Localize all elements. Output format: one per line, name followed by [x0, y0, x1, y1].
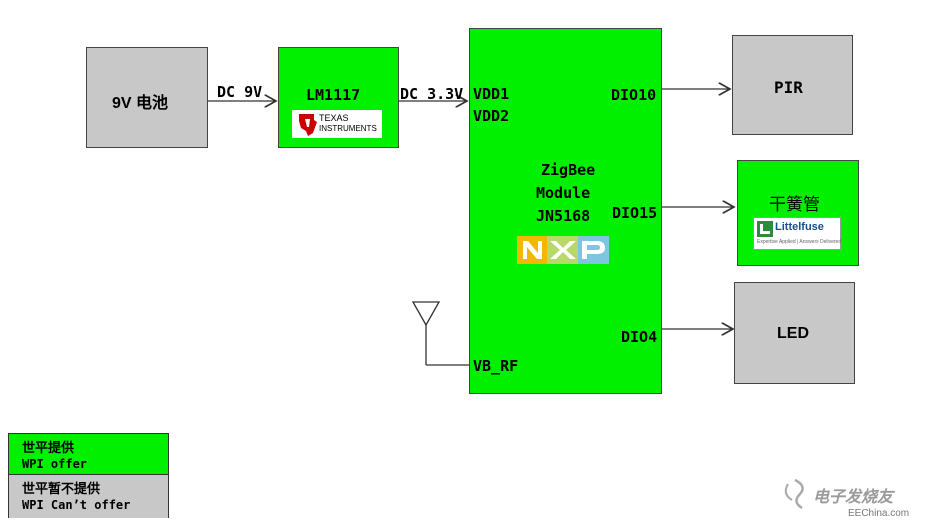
- pin-dio10: DIO10: [611, 86, 657, 104]
- module-label-line3: JN5168: [536, 207, 591, 225]
- watermark: 电子发烧友 EEChina.com: [780, 478, 920, 523]
- led-label: LED: [777, 325, 809, 342]
- module-label-line2: Module: [536, 184, 591, 202]
- legend-not-provided-cn: 世平暂不提供: [22, 481, 101, 496]
- reed-switch-label: 干簧管: [769, 195, 820, 214]
- ti-logo-line1: TEXAS: [319, 113, 349, 123]
- dc-9v-label: DC 9V: [217, 83, 263, 101]
- battery-label: 9V 电池: [112, 95, 169, 112]
- littelfuse-mark-icon: [757, 221, 773, 237]
- zigbee-module-block: VDD1 VDD2 DIO10 ZigBee Module JN5168 DIO…: [469, 28, 662, 394]
- battery-block: 9V 电池: [86, 47, 208, 148]
- watermark-en: EEChina.com: [848, 508, 910, 519]
- nxp-logo: [517, 236, 609, 264]
- pin-dio4: DIO4: [621, 328, 658, 346]
- legend-not-provided: 世平暂不提供 WPI Can’t offer: [9, 475, 168, 518]
- pin-vdd2: VDD2: [473, 107, 510, 125]
- texas-instruments-logo: TEXAS INSTRUMENTS: [292, 110, 382, 138]
- antenna-icon: [411, 301, 469, 366]
- pin-vb-rf: VB_RF: [473, 357, 519, 375]
- led-block: LED: [734, 282, 855, 384]
- nxp-logo-graphic: [517, 236, 609, 264]
- watermark-cn: 电子发烧友: [813, 489, 894, 506]
- legend-provided-en: WPI offer: [22, 457, 88, 471]
- pin-dio15: DIO15: [612, 204, 658, 222]
- pin-vdd1: VDD1: [473, 85, 510, 103]
- reed-switch-block: 干簧管: [737, 160, 859, 266]
- dc-3.3v-label: DC 3.3V: [400, 85, 464, 103]
- legend-provided: 世平提供 WPI offer: [9, 434, 168, 475]
- littelfuse-wordmark: Littelfuse: [775, 221, 824, 233]
- legend-not-provided-en: WPI Can’t offer: [22, 498, 131, 512]
- littelfuse-logo: Littelfuse Expertise Applied | Answers D…: [753, 217, 841, 250]
- lm1117-label: LM1117: [306, 86, 361, 104]
- pir-label: PIR: [774, 78, 803, 97]
- pir-block: PIR: [732, 35, 853, 135]
- legend-provided-cn: 世平提供: [22, 440, 75, 455]
- legend: 世平提供 WPI offer 世平暂不提供 WPI Can’t offer: [8, 433, 169, 518]
- watermark-logo-icon: [784, 478, 804, 510]
- ti-map-icon: [299, 114, 317, 136]
- littelfuse-tagline: Expertise Applied | Answers Delivered: [757, 239, 842, 245]
- module-label-line1: ZigBee: [541, 161, 596, 179]
- ti-logo-line2: INSTRUMENTS: [319, 124, 377, 133]
